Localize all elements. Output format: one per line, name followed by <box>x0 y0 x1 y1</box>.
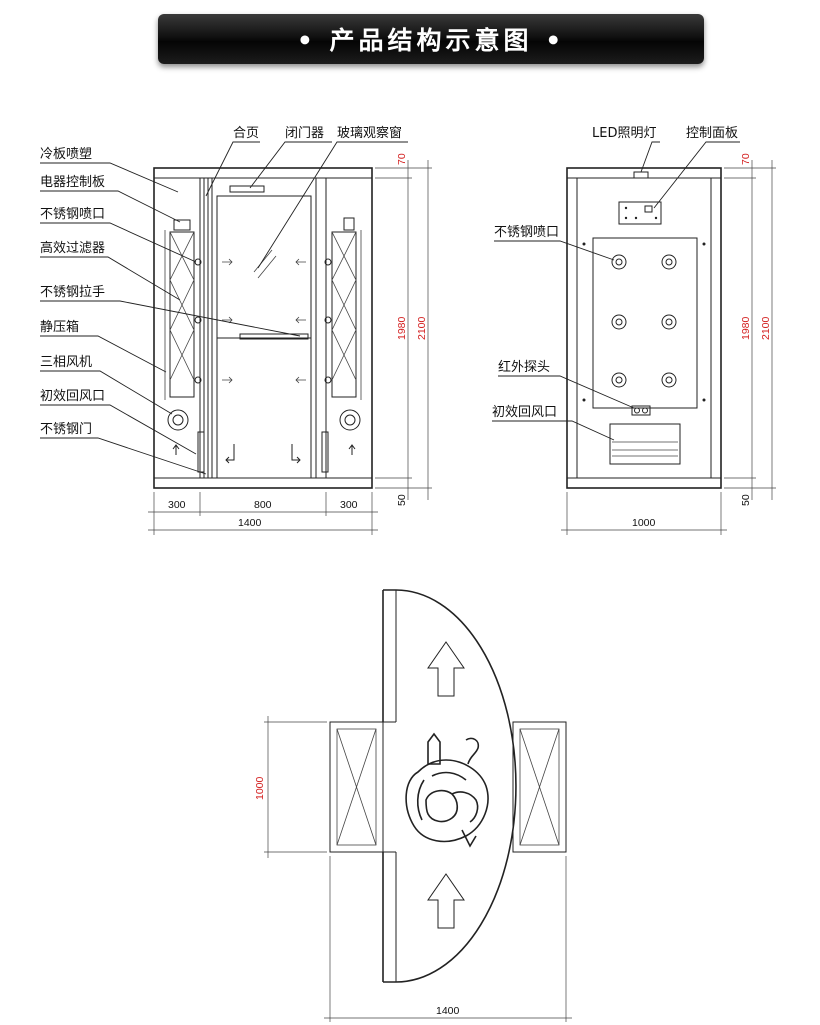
airflow-arrow-icon <box>222 376 233 384</box>
label-door-closer: 闭门器 <box>285 126 324 141</box>
airflow-arrow-icon <box>295 376 306 384</box>
dim-bottom-50: 50 <box>396 494 408 506</box>
ir-sensor-icon <box>631 405 651 416</box>
front-left-fan-icon <box>167 409 189 431</box>
side-nozzle-icon <box>611 314 627 330</box>
side-outer-frame <box>566 167 722 489</box>
label-control-board: 电器控制板 <box>40 175 105 190</box>
front-outer-frame <box>153 167 373 489</box>
front-right-fan-icon <box>339 409 361 431</box>
side-control-panel <box>618 201 662 225</box>
front-glass-window <box>216 195 312 479</box>
airflow-arrow-icon <box>222 258 233 266</box>
label-hinge: 合页 <box>233 126 259 141</box>
plan-right-column <box>512 721 567 853</box>
label-hepa-filter: 高效过滤器 <box>40 240 105 256</box>
front-right-control-box <box>343 217 355 231</box>
front-nozzle-icon <box>324 376 332 384</box>
label-control-panel: 控制面板 <box>686 126 738 141</box>
dim-right-300: 300 <box>340 499 358 511</box>
airflow-arrow-icon <box>295 316 306 324</box>
dim-height-2100: 2100 <box>416 316 428 340</box>
label-led-light: LED照明灯 <box>592 126 656 141</box>
plan-dim-width-1400: 1400 <box>436 1005 460 1017</box>
front-door <box>211 177 317 479</box>
label-side-nozzle: 不锈钢喷口 <box>494 225 559 240</box>
side-nozzle-icon <box>661 314 677 330</box>
airflow-arrow-icon <box>295 258 306 266</box>
side-dim-top-70: 70 <box>740 153 752 165</box>
side-nozzle-icon <box>661 372 677 388</box>
person-icon <box>405 732 489 848</box>
dim-center-800: 800 <box>254 499 272 511</box>
front-right-column <box>325 177 373 479</box>
plan-curved-door <box>382 589 517 983</box>
label-nozzle: 不锈钢喷口 <box>40 207 105 222</box>
door-handle-icon <box>239 333 309 340</box>
side-nozzle-panel <box>592 237 698 409</box>
front-nozzle-icon <box>324 258 332 266</box>
label-glass-window: 玻璃观察窗 <box>337 125 402 141</box>
front-left-hepa-filter <box>169 231 195 398</box>
plan-up-arrow-icon <box>427 873 465 929</box>
side-dim-height-2100: 2100 <box>760 316 772 340</box>
label-steel-door: 不锈钢门 <box>40 422 92 437</box>
label-handle: 不锈钢拉手 <box>40 285 105 300</box>
side-view: LED照明灯 控制面板 不锈钢喷口 红外探头 初效回风口 70 1980 210… <box>492 126 776 535</box>
plan-up-arrow-icon <box>427 641 465 697</box>
dim-body-1980: 1980 <box>396 316 408 340</box>
side-nozzle-icon <box>611 254 627 270</box>
page-title: • 产品结构示意图 • <box>296 26 566 55</box>
dim-left-300: 300 <box>168 499 186 511</box>
label-plenum: 静压箱 <box>40 319 79 335</box>
airflow-up-icon <box>348 444 356 455</box>
front-left-control-box <box>173 219 191 231</box>
title-banner: • 产品结构示意图 • <box>158 14 704 64</box>
side-return-vent <box>609 423 681 465</box>
airflow-down-icon <box>291 444 301 464</box>
front-right-hepa-filter <box>331 231 357 398</box>
led-light-icon <box>633 171 649 179</box>
label-ir-sensor: 红外探头 <box>498 359 550 375</box>
side-dim-body-1980: 1980 <box>740 316 752 340</box>
label-fan: 三相风机 <box>40 355 92 370</box>
label-side-return-vent: 初效回风口 <box>492 405 557 420</box>
plan-view: 1000 1400 <box>254 589 572 1022</box>
front-nozzle-icon <box>324 316 332 324</box>
dim-top-70: 70 <box>396 153 408 165</box>
side-dim-width-1000: 1000 <box>632 517 656 529</box>
side-dim-bottom-50: 50 <box>740 494 752 506</box>
airflow-down-icon <box>225 444 235 464</box>
front-nozzle-icon <box>194 316 202 324</box>
plan-left-column <box>329 721 384 853</box>
front-view: 冷板喷塑 电器控制板 不锈钢喷口 高效过滤器 不锈钢拉手 静压箱 三相风机 初效… <box>40 125 432 535</box>
front-nozzle-icon <box>194 376 202 384</box>
side-nozzle-icon <box>661 254 677 270</box>
label-return-vent: 初效回风口 <box>40 389 105 404</box>
label-cold-plate: 冷板喷塑 <box>40 147 92 162</box>
front-left-column <box>153 177 201 479</box>
airflow-up-icon <box>172 444 180 455</box>
side-nozzle-icon <box>611 372 627 388</box>
plan-dim-depth-1000: 1000 <box>254 776 266 800</box>
door-closer-icon <box>229 185 265 193</box>
dim-width-1400: 1400 <box>238 517 262 529</box>
